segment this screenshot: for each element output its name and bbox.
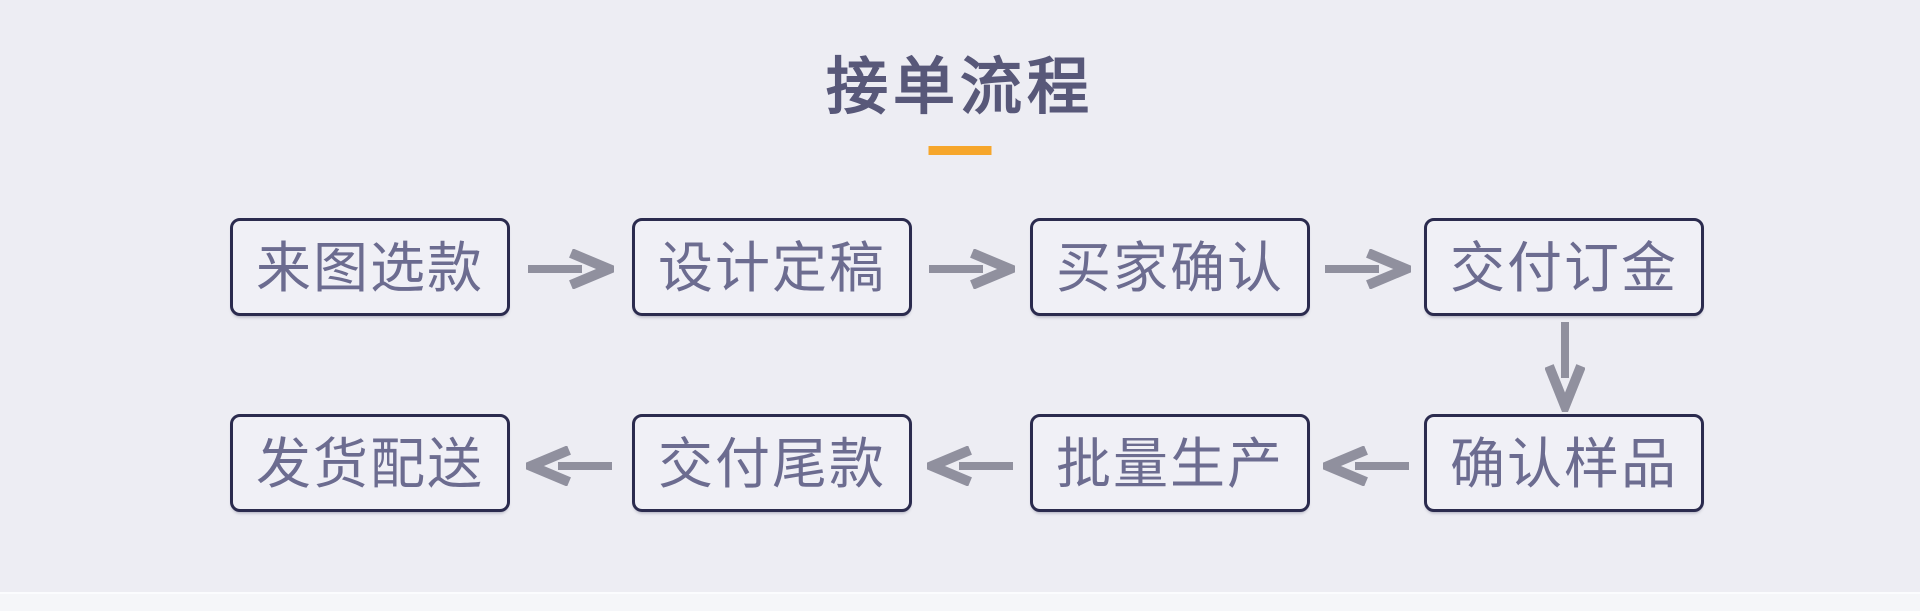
flow-step-box: 买家确认 bbox=[1030, 218, 1310, 316]
flow-step-label: 买家确认 bbox=[1055, 237, 1284, 299]
flow-step-label: 发货配送 bbox=[255, 433, 484, 495]
flow-step-box: 设计定稿 bbox=[632, 218, 912, 316]
arrow-right-icon bbox=[1325, 249, 1411, 289]
flow-step-label: 设计定稿 bbox=[657, 237, 886, 299]
flow-step-label: 交付尾款 bbox=[657, 433, 886, 495]
arrow-right-icon bbox=[528, 249, 614, 289]
arrow-left-icon bbox=[927, 446, 1013, 486]
flow-step-box: 发货配送 bbox=[230, 414, 510, 512]
arrow-down-icon bbox=[1545, 322, 1585, 412]
flow-step-label: 交付订金 bbox=[1449, 237, 1678, 299]
arrow-right-icon bbox=[929, 249, 1015, 289]
flow-step-box: 批量生产 bbox=[1030, 414, 1310, 512]
flow-step-label: 来图选款 bbox=[255, 237, 484, 299]
flow-step-box: 确认样品 bbox=[1424, 414, 1704, 512]
flow-step-label: 确认样品 bbox=[1449, 433, 1678, 495]
flow-step-box: 来图选款 bbox=[230, 218, 510, 316]
arrow-left-icon bbox=[1323, 446, 1409, 486]
flow-step-label: 批量生产 bbox=[1055, 433, 1284, 495]
flow-step-box: 交付尾款 bbox=[632, 414, 912, 512]
title-divider-bar bbox=[928, 146, 992, 155]
arrow-left-icon bbox=[526, 446, 612, 486]
section-divider bbox=[0, 592, 1920, 611]
flow-step-box: 交付订金 bbox=[1424, 218, 1704, 316]
page-title: 接单流程 bbox=[825, 54, 1094, 122]
